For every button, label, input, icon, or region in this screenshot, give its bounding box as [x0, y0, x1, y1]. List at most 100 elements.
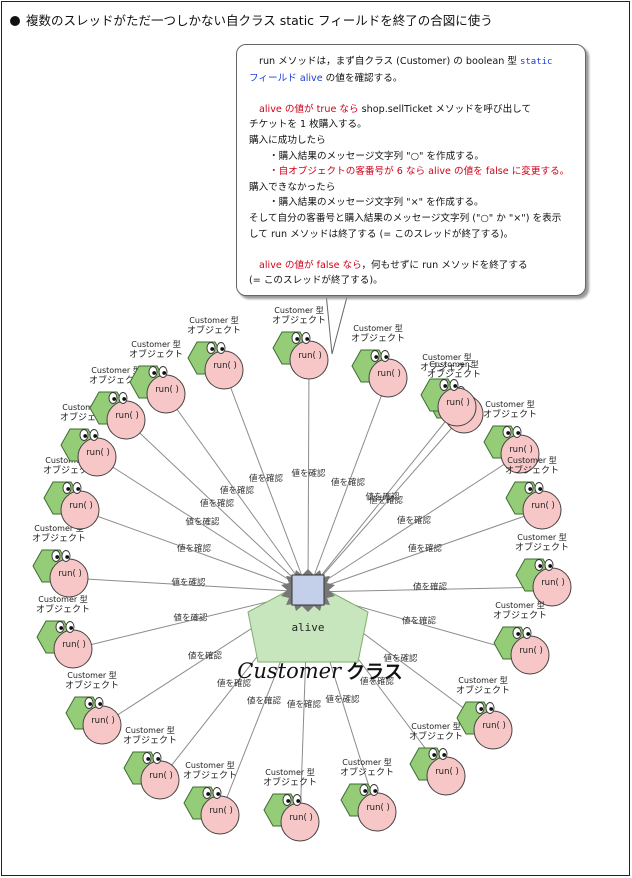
- customer-type-label: Customer 型: [353, 324, 402, 333]
- pupil-icon: [98, 702, 103, 706]
- edge-label: 値を確認: [249, 473, 284, 484]
- condition-true: alive の値が true なら: [259, 103, 359, 115]
- callout-line: 購入に成功したら: [249, 134, 326, 146]
- edge-label: 値を確認: [369, 495, 404, 506]
- object-label: オブジェクト: [129, 348, 183, 360]
- edge-label: 値を確認: [177, 543, 212, 554]
- object-label: オブジェクト: [272, 314, 326, 326]
- callout-line: そして自分の客番号と購入結果のメッセージ文字列 ("○" か "×") を表示: [249, 212, 562, 224]
- customer-type-label: Customer 型: [429, 360, 478, 369]
- edge-label: 値を確認: [325, 694, 360, 705]
- explanation-callout: run メソッドは，まず自クラス (Customer) の boolean 型 …: [236, 44, 586, 296]
- run-method-label: run( ): [366, 803, 390, 813]
- run-method-label: run( ): [446, 398, 470, 408]
- callout-line: して run メソッドは終了する (= このスレッドが終了する)。: [249, 228, 514, 240]
- pupil-icon: [538, 487, 543, 491]
- pupil-icon: [69, 626, 74, 630]
- bullet-icon: [10, 16, 20, 26]
- pupil-icon: [220, 347, 225, 351]
- customer-type-label: Customer 型: [131, 340, 180, 349]
- pupil-icon: [442, 753, 447, 757]
- edge-label: 値を確認: [291, 468, 326, 479]
- customer-type-label: Customer 型: [495, 601, 544, 610]
- edge-label: 値を確認: [220, 485, 255, 496]
- run-method-label: run( ): [149, 771, 173, 781]
- pupil-icon: [443, 384, 448, 388]
- condition-false: alive の値が false なら: [259, 259, 362, 271]
- object-label: オブジェクト: [89, 374, 143, 386]
- check-edge: [307, 453, 521, 593]
- run-method-label: run( ): [86, 448, 110, 458]
- check-edge: [307, 509, 543, 593]
- run-method-label: run( ): [435, 767, 459, 777]
- pupil-icon: [548, 564, 553, 568]
- pupil-icon: [526, 632, 531, 636]
- check-edge: [96, 456, 309, 593]
- customer-type-label: Customer 型: [274, 306, 323, 315]
- edge-label: 値を確認: [413, 582, 448, 593]
- edge-label: 値を確認: [408, 543, 443, 554]
- run-method-label: run( ): [298, 351, 322, 361]
- pupil-icon: [363, 789, 368, 793]
- callout-line-change-alive: ・自オブジェクトの客番号が 6 なら alive の値を false に変更する…: [269, 166, 570, 178]
- object-label: オブジェクト: [123, 734, 177, 746]
- object-label: オブジェクト: [65, 679, 119, 691]
- pupil-icon: [122, 397, 127, 401]
- pupil-icon: [112, 397, 117, 401]
- pupil-icon: [528, 487, 533, 491]
- run-method-label: run( ): [482, 721, 506, 731]
- check-edge: [68, 577, 309, 593]
- callout-tail: [325, 292, 349, 355]
- pupil-icon: [65, 555, 70, 559]
- edge-label: 値を確認: [173, 613, 208, 624]
- check-edge: [307, 359, 310, 593]
- callout-line: ，何もせずに run メソッドを終了する: [361, 259, 528, 271]
- class-region: [247, 579, 369, 663]
- object-label: オブジェクト: [32, 532, 86, 544]
- run-method-label: run( ): [541, 578, 565, 588]
- pupil-icon: [384, 355, 389, 359]
- run-method-label: run( ): [519, 646, 543, 656]
- run-method-label: run( ): [91, 716, 115, 726]
- object-label: オブジェクト: [515, 541, 569, 553]
- pupil-icon: [479, 707, 484, 711]
- customer-type-label: Customer 型: [62, 403, 111, 412]
- edge-labels: 値を確認値を確認値を確認値を確認値を確認値を確認値を確認値を確認値を確認値を確認…: [171, 468, 447, 710]
- static-field-alive: [291, 574, 325, 606]
- customer-type-label: Customer 型: [34, 524, 83, 533]
- object-label: オブジェクト: [427, 368, 481, 380]
- check-edge: [307, 413, 465, 593]
- object-label: オブジェクト: [409, 730, 463, 742]
- run-method-label: run( ): [62, 640, 86, 650]
- check-edge: [223, 369, 309, 593]
- object-label: オブジェクト: [483, 408, 537, 420]
- customer-type-label: Customer 型: [91, 366, 140, 375]
- edge-label: 値を確認: [397, 515, 432, 526]
- pupil-icon: [156, 757, 161, 761]
- pupil-icon: [210, 347, 215, 351]
- object-label: オブジェクト: [420, 361, 474, 373]
- pupil-icon: [216, 792, 221, 796]
- pupil-icon: [295, 337, 300, 341]
- callout-line: チケットを 1 枚購入する。: [249, 119, 367, 131]
- pupil-icon: [286, 799, 291, 803]
- edge-label: 値を確認: [402, 616, 437, 627]
